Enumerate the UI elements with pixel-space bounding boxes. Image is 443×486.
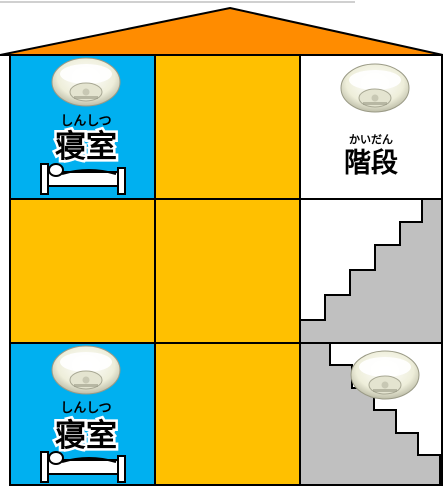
smoke-detector-icon (51, 345, 121, 395)
bedroom-label: 寝室 (55, 129, 117, 165)
room-lower-middle (155, 343, 300, 486)
room-upper-middle (155, 55, 300, 199)
bedroom-reading: しんしつ (60, 114, 111, 129)
bedroom-reading: しんしつ (60, 401, 111, 416)
house-frame (9, 54, 443, 486)
room-middle-center (155, 199, 300, 343)
smoke-detector-icon (340, 63, 410, 113)
room-middle-left (10, 199, 155, 343)
smoke-detector-icon (350, 350, 420, 400)
bedroom-label: 寝室 (55, 418, 117, 454)
smoke-detector-icon (51, 57, 121, 107)
roof (0, 6, 443, 56)
stairs-label: 階段 (344, 148, 398, 179)
stairs-reading: かいだん (349, 133, 393, 146)
